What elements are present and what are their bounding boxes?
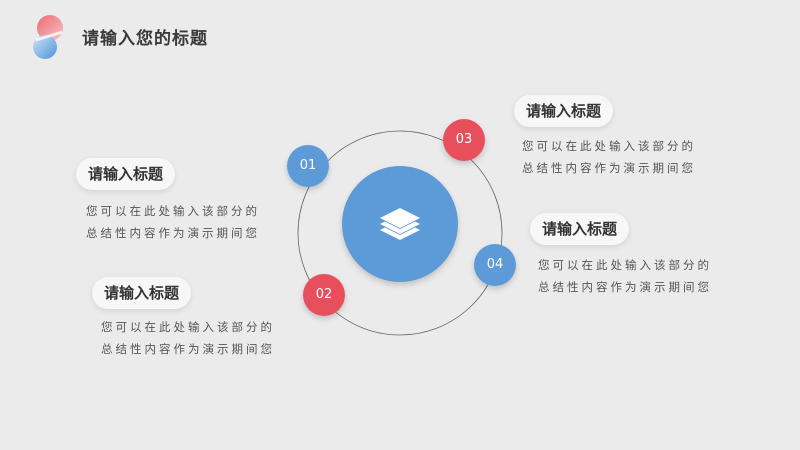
logo-icon [33,15,63,59]
orbit-ring [297,130,503,336]
item-desc-01-line1: 您可以在此处输入该部分的 [86,204,260,218]
node-03 [443,119,485,161]
item-desc-01-line2: 总结性内容作为演示期间您 [86,226,260,240]
node-label-04: 04 [486,257,504,272]
item-title-03: 请输入标题 [514,95,614,127]
node-02 [303,274,345,316]
layers-icon [380,208,420,240]
item-desc-02-line1: 您可以在此处输入该部分的 [101,320,275,334]
node-label-03: 03 [455,132,473,147]
item-title-04: 请输入标题 [530,213,630,245]
item-title-02: 请输入标题 [92,277,192,309]
item-desc-01: 您可以在此处输入该部分的 总结性内容作为演示期间您 [86,200,260,244]
node-01 [287,145,329,187]
node-label-01: 01 [299,158,317,173]
node-04 [474,244,516,286]
item-desc-03-line2: 总结性内容作为演示期间您 [522,161,696,175]
item-desc-04-line1: 您可以在此处输入该部分的 [538,258,712,272]
item-desc-02-line2: 总结性内容作为演示期间您 [101,342,275,356]
item-desc-02: 您可以在此处输入该部分的 总结性内容作为演示期间您 [101,316,275,360]
item-desc-03-line1: 您可以在此处输入该部分的 [522,139,696,153]
item-desc-04-line2: 总结性内容作为演示期间您 [538,280,712,294]
page-title: 请输入您的标题 [82,29,208,49]
item-desc-04: 您可以在此处输入该部分的 总结性内容作为演示期间您 [538,254,712,298]
node-label-02: 02 [315,287,333,302]
item-title-01: 请输入标题 [76,158,176,190]
item-desc-03: 您可以在此处输入该部分的 总结性内容作为演示期间您 [522,135,696,179]
